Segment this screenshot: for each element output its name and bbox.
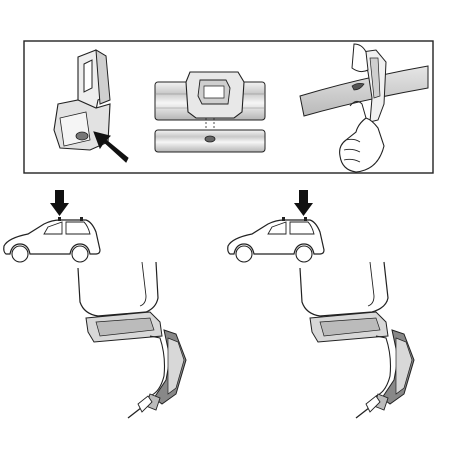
car-side-icon — [3, 217, 101, 263]
down-arrow-icon — [294, 190, 313, 216]
install-view-left — [3, 190, 187, 419]
top-instruction-panel — [23, 40, 434, 174]
down-arrow-icon — [50, 190, 69, 216]
step3-hand-bracket-icon — [299, 43, 429, 173]
install-view-right — [227, 190, 415, 419]
door-clamp-detail-icon — [77, 261, 187, 419]
door-clamp-detail-icon — [299, 261, 415, 419]
car-side-icon — [227, 217, 325, 263]
step1-pointer-arrow-icon — [93, 131, 129, 163]
step2-bar-slot-icon — [154, 71, 266, 153]
step1-foot-bracket-icon — [53, 49, 129, 163]
